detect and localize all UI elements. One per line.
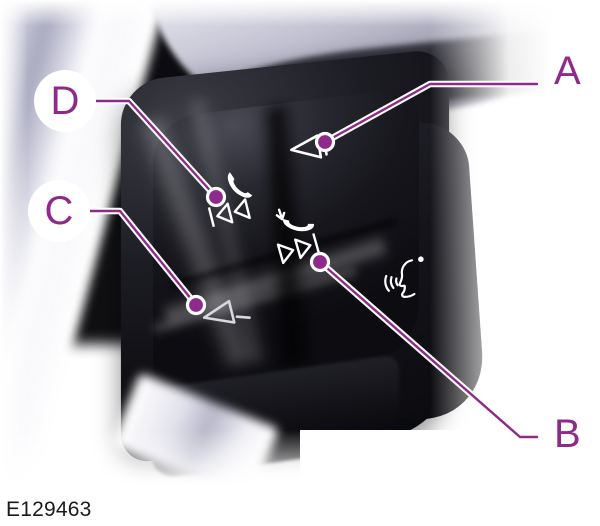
previous-track-icon[interactable] [206, 196, 258, 230]
callout-leader-c [82, 207, 207, 316]
next-track-icon[interactable] [272, 232, 326, 266]
end-call-icon[interactable] [272, 204, 322, 248]
callout-dot-c[interactable] [185, 294, 207, 316]
voice-control-icon[interactable] [378, 252, 442, 316]
callout-label-a[interactable]: A [554, 49, 581, 93]
callout-label-b[interactable]: B [554, 412, 581, 456]
callout-dot-a[interactable] [314, 131, 336, 153]
accept-call-icon[interactable] [224, 166, 258, 206]
callout-label-d[interactable]: D [34, 70, 96, 132]
figure-caption: E129463 [6, 498, 92, 521]
volume-down-icon[interactable] [196, 292, 258, 336]
callout-leader-b [309, 251, 541, 441]
callout-dot-b[interactable] [309, 251, 331, 273]
callout-leader-a [314, 80, 541, 153]
callout-label-c[interactable]: C [28, 180, 90, 242]
callout-leader-d [88, 97, 227, 208]
callout-dot-d[interactable] [205, 186, 227, 208]
